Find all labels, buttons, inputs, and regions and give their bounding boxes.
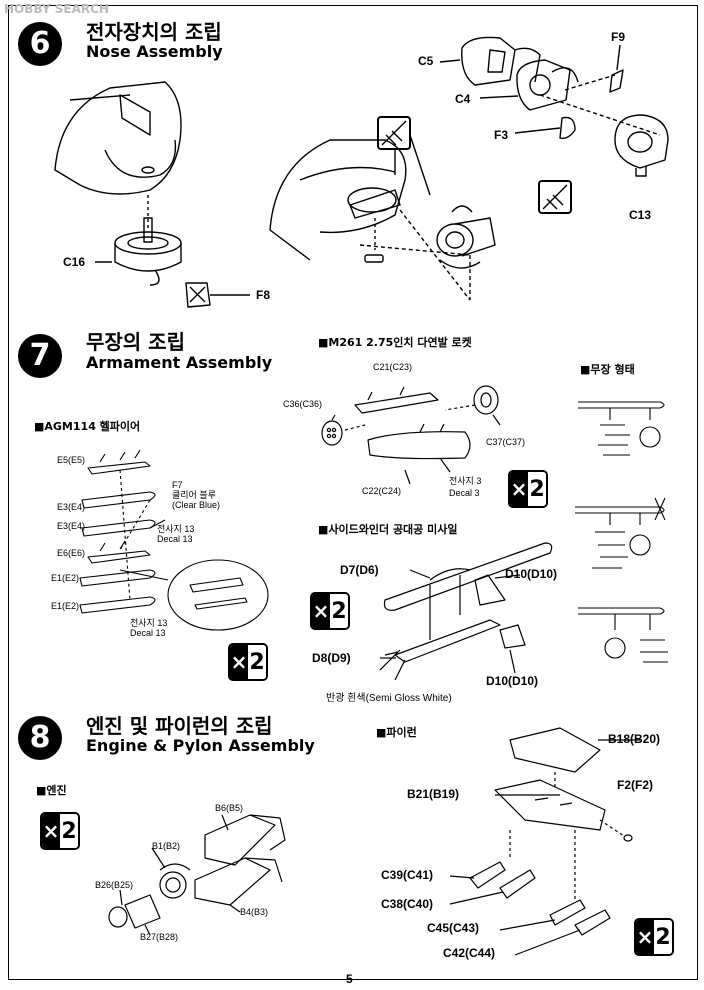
decal-3-en: Decal 3 [449,488,480,498]
multiplier-count: 2 [248,645,266,679]
part-e1-label-b: E1(E2) [51,601,80,611]
multiplier-symbol: × [42,814,60,848]
multiplier-count: 2 [60,814,78,848]
part-b6-label: B6(B5) [215,803,244,813]
multiplier-count: 2 [330,594,348,628]
step-7-title-ko: 무장의 조립 [86,330,185,354]
step-8-title-ko: 엔진 및 파이런의 조립 [86,714,273,738]
section-sidewinder: ■사이드와인더 공대공 미사일 [318,523,458,536]
part-f3-label: F3 [494,128,509,142]
decal-13-en-a: Decal 13 [157,534,193,544]
step-6-title-en: Nose Assembly [86,42,223,61]
watermark: HOBBY SEARCH [4,2,109,16]
part-c22-label: C22(C24) [362,486,402,496]
part-f8-label: F8 [256,288,271,302]
multiplier-count: 2 [654,920,672,954]
step-6-title-ko: 전자장치의 조립 [86,20,222,44]
paint-semi-gloss-white: 반광 흰색(Semi Gloss White) [326,693,452,704]
part-c4-label: C4 [455,92,471,106]
multiplier-sidewinder: × 2 [310,592,350,630]
step-8-badge: 8 [18,716,62,760]
part-e6-label: E6(E6) [57,548,86,558]
decal-13-ko-b: 전사지 13 [130,618,168,628]
part-e5-label: E5(E5) [57,455,86,465]
part-b26-label: B26(B25) [95,880,134,890]
part-e1-label-a: E1(E2) [51,573,80,583]
multiplier-count: 2 [528,472,546,506]
part-c13-label: C13 [629,208,652,222]
part-c38-label: C38(C40) [381,897,434,911]
part-c16-label: C16 [63,255,86,269]
multiplier-agm: × 2 [228,643,268,681]
step-8-title-en: Engine & Pylon Assembly [86,736,315,755]
part-b4-label: B4(B3) [240,907,269,917]
part-c39-label: C39(C41) [381,868,434,882]
part-d10-label-b: D10(D10) [486,674,539,688]
page-number: 5 [346,972,353,986]
part-c45-label: C45(C43) [427,921,480,935]
f7-color-ko: 클리어 블루 [172,490,216,500]
multiplier-engine: × 2 [40,812,80,850]
part-f7-label: F7 [172,480,183,490]
part-c42-label: C42(C44) [443,946,496,960]
multiplier-symbol: × [312,594,330,628]
multiplier-symbol: × [510,472,528,506]
decal-13-en-b: Decal 13 [130,628,166,638]
part-f9-label: F9 [611,30,626,44]
part-d7-label: D7(D6) [340,563,379,577]
decal-3-ko: 전사지 3 [449,476,482,486]
part-c37-label: C37(C37) [486,437,526,447]
multiplier-m261: × 2 [508,470,548,508]
multiplier-pylon: × 2 [634,918,674,956]
step-7-title-en: Armament Assembly [86,353,273,372]
part-b27-label: B27(B28) [140,932,179,942]
part-c5-label: C5 [418,54,434,68]
part-c36-label: C36(C36) [283,399,323,409]
part-b1-label: B1(B2) [152,841,181,851]
page-frame [8,5,698,980]
decal-13-ko-a: 전사지 13 [157,524,195,534]
section-engine: ■엔진 [36,784,67,797]
part-e3-label-b: E3(E4) [57,521,86,531]
part-e3-label-a: E3(E4) [57,502,86,512]
step-7-badge: 7 [18,334,62,378]
multiplier-symbol: × [636,920,654,954]
part-c21-label: C21(C23) [373,362,413,372]
step-6-badge: 6 [18,22,62,66]
part-b18-label: B18(B20) [608,732,661,746]
part-d8-label: D8(D9) [312,651,351,665]
section-m261: ■M261 2.75인치 다연발 로켓 [318,336,472,349]
section-agm114: ■AGM114 헬파이어 [34,420,141,433]
section-pylon: ■파이런 [376,726,417,739]
f7-color-en: (Clear Blue) [172,500,221,510]
part-d10-label-a: D10(D10) [505,567,558,581]
multiplier-symbol: × [230,645,248,679]
part-b21-label: B21(B19) [407,787,460,801]
section-armament-form: ■무장 형태 [580,363,635,376]
part-f2-label: F2(F2) [617,778,653,792]
